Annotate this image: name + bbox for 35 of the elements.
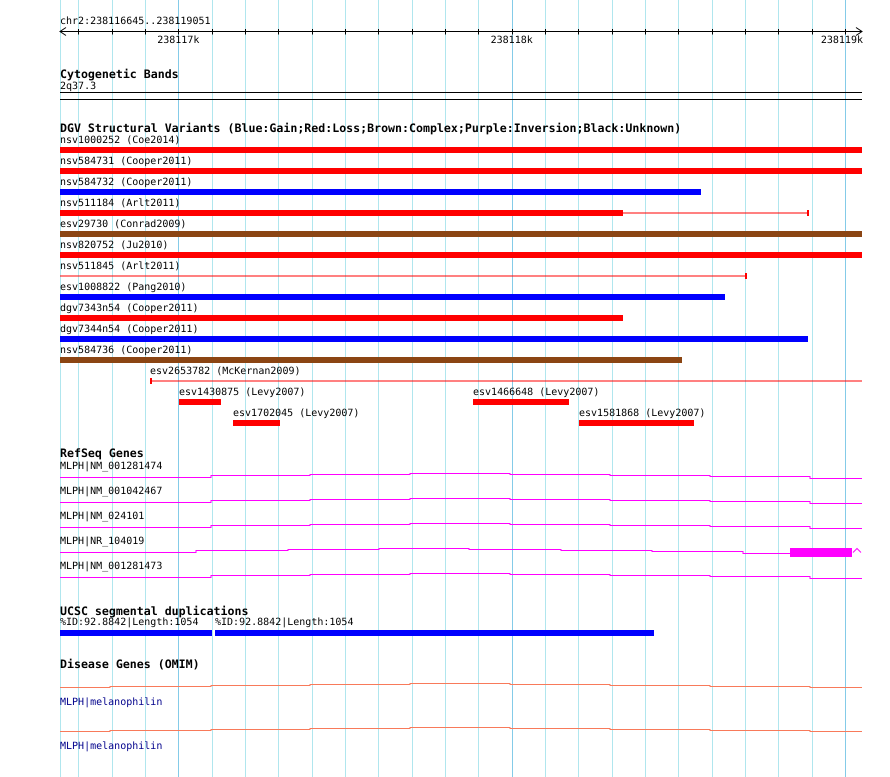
variant-label: dgv7344n54 (Cooper2011) — [60, 324, 198, 334]
variant-label: nsv511184 (Arlt2011) — [60, 198, 180, 208]
variant-label: nsv820752 (Ju2010) — [60, 240, 168, 250]
track-title: Cytogenetic Bands — [60, 68, 179, 80]
track-title: UCSC segmental duplications — [60, 604, 248, 618]
variant-label: nsv511845 (Arlt2011) — [60, 260, 180, 272]
variant-label: nsv584732 (Cooper2011) — [60, 176, 192, 188]
variant-label: esv1008822 (Pang2010) — [60, 282, 186, 292]
variant-label: nsv1000252 (Coe2014) — [60, 134, 180, 146]
gene-label: MLPH|NR_104019 — [60, 536, 144, 546]
gene-label: MLPH|melanophilin — [60, 697, 162, 708]
band-label: 2q37.3 — [60, 81, 96, 92]
track-title: RefSeq Genes — [60, 447, 144, 460]
variant-label: esv29730 (Conrad2009) — [60, 218, 186, 230]
gene-label: MLPH|NM_001281473 — [60, 560, 162, 572]
duplication-label: %ID:92.8842|Length:1054 — [60, 616, 198, 628]
variant-label: esv1466648 (Levy2007) — [473, 386, 600, 398]
duplication-label: %ID:92.8842|Length:1054 — [215, 616, 354, 628]
variant-label: esv2653782 (McKernan2009) — [150, 366, 301, 376]
variant-label: esv1581868 (Levy2007) — [579, 408, 706, 418]
variant-label: esv1430875 (Levy2007) — [179, 386, 306, 398]
gene-label: MLPH|NM_024101 — [60, 510, 144, 522]
track-title: DGV Structural Variants (Blue:Gain;Red:Loss;Brown:Complex;Purple:Inversion;Black:Unknown) — [60, 122, 682, 134]
coordinate-label: 238117k — [157, 34, 200, 46]
coordinate-label: 238118k — [490, 34, 533, 46]
gene-label: MLPH|NM_001281474 — [60, 460, 162, 472]
coordinate-label: 238119k — [820, 34, 863, 46]
region-label: chr2:238116645..238119051 — [60, 16, 211, 26]
gene-label: MLPH|NM_001042467 — [60, 486, 162, 496]
variant-label: nsv584731 (Cooper2011) — [60, 156, 192, 166]
variant-label: nsv584736 (Cooper2011) — [60, 344, 192, 356]
variant-label: esv1702045 (Levy2007) — [233, 408, 360, 418]
gene-label: MLPH|melanophilin — [60, 741, 162, 752]
track-title: Disease Genes (OMIM) — [60, 658, 200, 670]
variant-label: dgv7343n54 (Cooper2011) — [60, 302, 198, 314]
